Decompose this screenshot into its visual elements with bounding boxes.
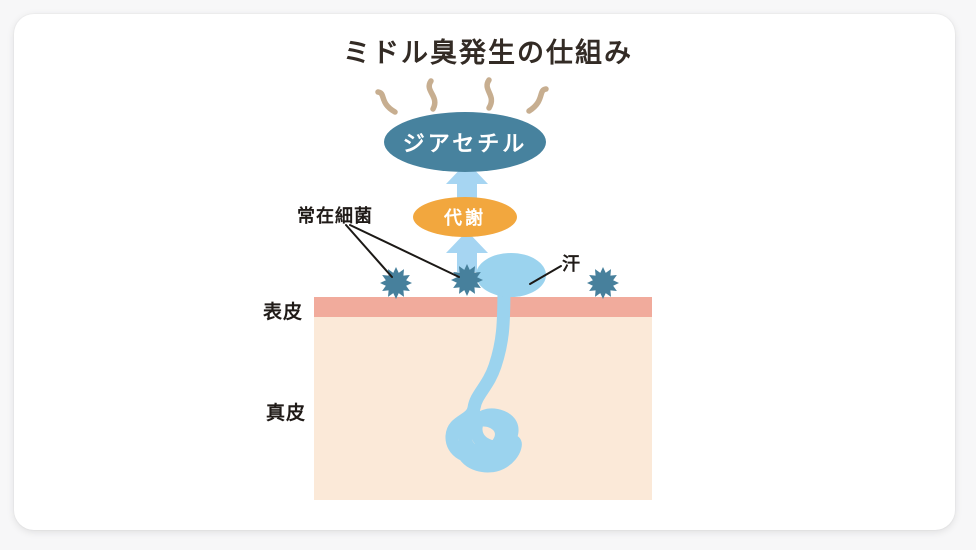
diacetyl-node: ジアセチル	[384, 112, 546, 172]
epidermis-layer	[314, 297, 652, 317]
metabolism-node: 代謝	[413, 197, 517, 237]
diagram-title: ミドル臭発生の仕組み	[343, 38, 633, 68]
sweat-label: 汗	[562, 254, 581, 274]
dermis-label: 真皮	[266, 403, 307, 424]
dermis-layer	[314, 317, 652, 500]
epidermis-label: 表皮	[263, 302, 304, 323]
bacteria-label: 常在細菌	[297, 206, 373, 226]
